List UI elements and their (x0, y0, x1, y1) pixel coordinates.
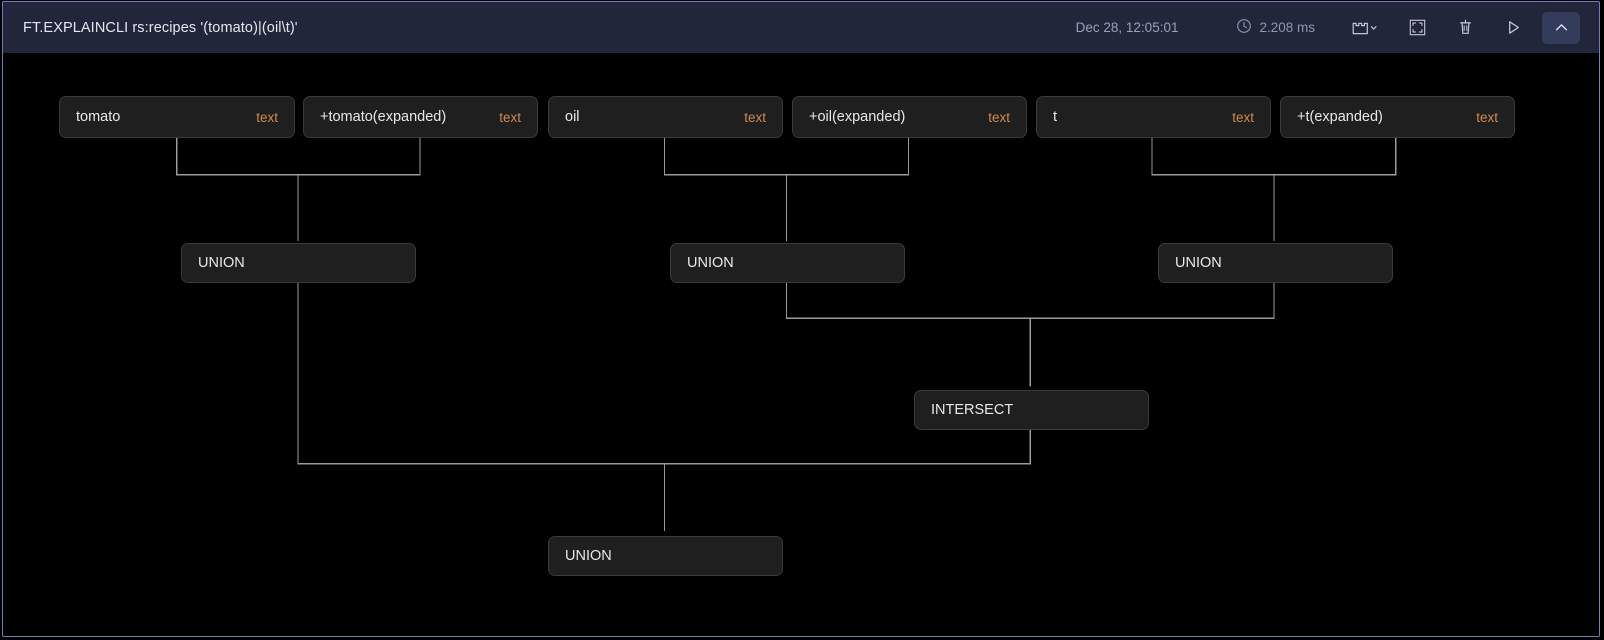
node-type-badge: text (1232, 109, 1254, 125)
graph-node-operator[interactable]: UNION (181, 243, 416, 283)
graph-view-icon[interactable] (1342, 12, 1388, 44)
graph-node-operator[interactable]: UNION (548, 536, 783, 576)
node-label: +t(expanded) (1297, 109, 1383, 125)
graph-node-leaf[interactable]: +t(expanded) text (1280, 96, 1515, 138)
node-type-badge: text (744, 109, 766, 125)
node-type-badge: text (499, 109, 521, 125)
graph-node-leaf[interactable]: +oil(expanded) text (792, 96, 1027, 138)
node-label: +tomato(expanded) (320, 109, 447, 125)
panel-header: FT.EXPLAINCLI rs:recipes '(tomato)|(oil\… (3, 2, 1599, 53)
node-label: UNION (565, 548, 612, 564)
duration-value: 2.208 ms (1259, 20, 1315, 35)
graph-node-leaf[interactable]: oil text (548, 96, 783, 138)
graph-edge (1151, 137, 1397, 176)
play-icon[interactable] (1494, 12, 1532, 44)
collapse-panel-button[interactable] (1542, 11, 1580, 44)
node-type-badge: text (256, 109, 278, 125)
node-label: UNION (198, 255, 245, 271)
node-label: +oil(expanded) (809, 109, 906, 125)
execution-duration: 2.208 ms (1236, 18, 1315, 37)
node-label: INTERSECT (931, 402, 1014, 418)
node-type-badge: text (1476, 109, 1498, 125)
graph-node-operator[interactable]: UNION (1158, 243, 1393, 283)
graph-edge (664, 137, 909, 176)
header-toolbar: 2.208 ms (1236, 11, 1585, 44)
timestamp: Dec 28, 12:05:01 (1075, 20, 1179, 35)
graph-edge (297, 280, 1031, 465)
node-type-badge: text (988, 109, 1010, 125)
graph-node-leaf[interactable]: +tomato(expanded) text (303, 96, 538, 138)
trash-icon[interactable] (1446, 12, 1484, 44)
node-label: tomato (76, 109, 121, 125)
node-label: UNION (687, 255, 734, 271)
graph-edges (176, 137, 1397, 532)
graph-edge (176, 137, 421, 176)
graph-node-operator[interactable]: UNION (670, 243, 905, 283)
node-label: oil (565, 109, 580, 125)
chevron-up-icon (1552, 18, 1571, 37)
graph-node-leaf[interactable]: tomato text (59, 96, 295, 138)
fullscreen-icon[interactable] (1398, 12, 1436, 44)
node-label: t (1053, 109, 1058, 125)
node-label: UNION (1175, 255, 1222, 271)
graph-edge (785, 280, 1275, 319)
clock-icon (1236, 18, 1252, 37)
command-title: FT.EXPLAINCLI rs:recipes '(tomato)|(oil\… (23, 19, 298, 36)
graph-node-leaf[interactable]: t text (1036, 96, 1271, 138)
graph-node-operator[interactable]: INTERSECT (914, 390, 1149, 430)
